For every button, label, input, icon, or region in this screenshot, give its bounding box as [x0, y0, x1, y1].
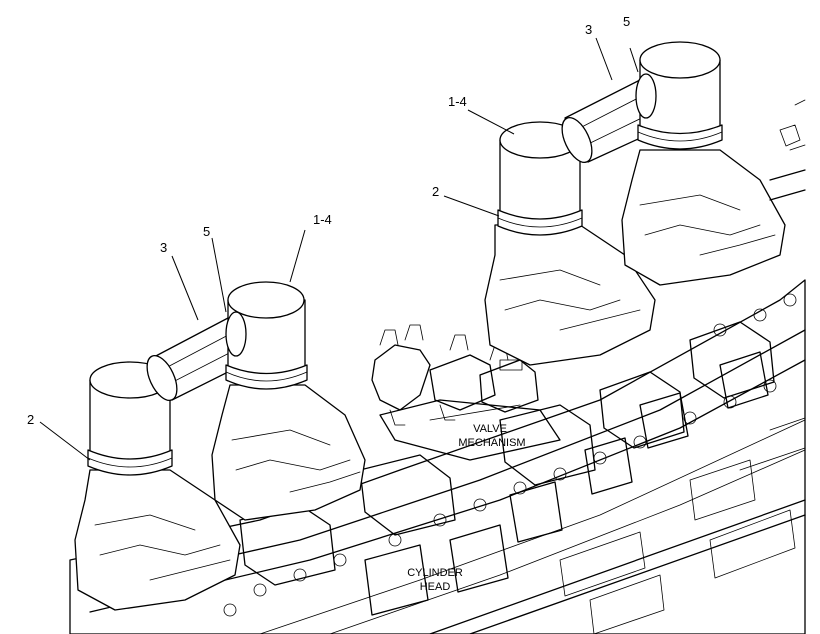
rocker-boxes: [223, 293, 797, 617]
right-cover-callout: 1-4: [448, 94, 467, 109]
leader-lines: [39, 37, 639, 461]
cylinder-head-ports: [364, 351, 806, 634]
valve-mechanism-caption-line2: MECHANISM: [458, 437, 525, 449]
cylinder-head-caption-line2: HEAD: [420, 581, 451, 593]
left-cover-callout: 1-4: [313, 212, 332, 227]
right-breather-cover: [497, 121, 583, 236]
valve-mechanism-caption-line1: VALVE: [473, 423, 507, 435]
captions: VALVE MECHANISM CYLINDER HEAD: [407, 423, 525, 593]
valve-mechanism: [371, 324, 561, 461]
left-pair-housing-right: [211, 384, 366, 521]
callout-labels: 1-4 2 3 5 1-4 2 3 5: [27, 14, 630, 427]
left-breather-cover: [87, 361, 173, 476]
left-pair-housing-left: [74, 469, 241, 611]
left-clamp-callout: 2: [27, 412, 34, 427]
right-edge-fittings: [769, 99, 806, 201]
right-tube-callout: 3: [585, 22, 592, 37]
left-short-cover: [225, 281, 308, 390]
right-seal-callout: 5: [623, 14, 630, 29]
right-pair-housing-left: [484, 224, 656, 366]
left-tube-callout: 3: [160, 240, 167, 255]
right-short-cover: [635, 41, 723, 150]
cylinder-head-caption-line1: CYLINDER: [407, 567, 463, 579]
left-seal-callout: 5: [203, 224, 210, 239]
right-clamp-callout: 2: [432, 184, 439, 199]
right-pair-housing-right: [621, 149, 786, 286]
